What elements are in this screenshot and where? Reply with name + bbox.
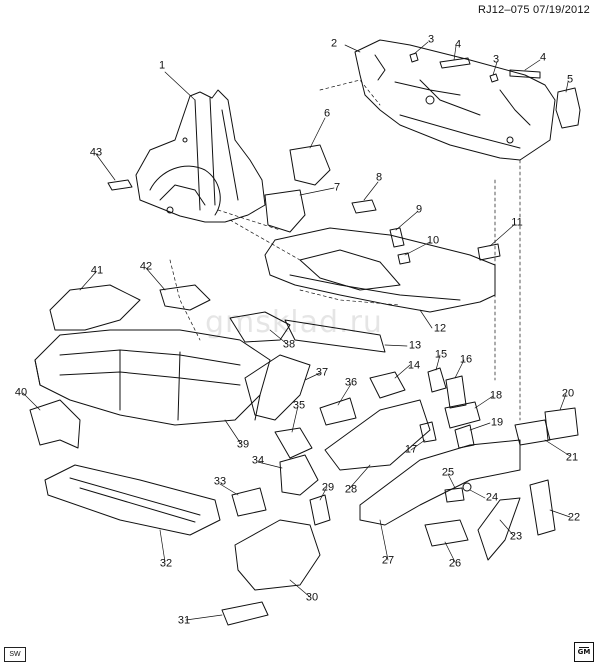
callout-29: 29: [321, 481, 335, 494]
callout-32: 32: [159, 557, 173, 570]
part-35-bracket: [274, 427, 313, 459]
part-16-bracket: [445, 375, 467, 409]
callout-4a: 4: [454, 38, 462, 51]
part-24-nut: [462, 482, 472, 492]
callout-19: 19: [490, 416, 504, 429]
part-6-bracket: [289, 144, 331, 186]
callout-22: 22: [567, 511, 581, 524]
assembly-leader-lines: [169, 79, 521, 421]
callout-8: 8: [375, 171, 383, 184]
part-5-plate: [555, 87, 581, 129]
callout-40: 40: [14, 386, 28, 399]
callout-11: 11: [511, 216, 523, 229]
part-8-clip: [351, 199, 377, 214]
part-4-bracket-b: [509, 69, 541, 79]
part-3-clip-b: [489, 73, 499, 83]
callout-4b: 4: [539, 51, 547, 64]
callout-3b: 3: [492, 53, 500, 66]
callout-26: 26: [448, 557, 462, 570]
callout-28: 28: [344, 483, 358, 496]
part-37-bracket: [244, 354, 311, 421]
callout-43: 43: [89, 146, 103, 159]
part-27-side-rail: [359, 439, 521, 526]
callout-33: 33: [213, 475, 227, 488]
callout-3a: 3: [427, 33, 435, 46]
part-31-bracket: [221, 601, 269, 626]
callout-36: 36: [344, 376, 358, 389]
diagram-reference: RJ12–075 07/19/2012: [477, 4, 590, 16]
part-21-bracket: [514, 419, 551, 446]
callout-20: 20: [561, 387, 575, 400]
callout-18: 18: [489, 389, 503, 402]
part-26-bracket: [424, 519, 469, 547]
callout-leaders: [22, 41, 571, 621]
callout-35: 35: [292, 399, 306, 412]
callout-7: 7: [333, 181, 341, 194]
part-9-bracket: [389, 227, 405, 248]
callout-30: 30: [305, 591, 319, 604]
part-2-rear-end-panel: [354, 39, 556, 161]
callout-24: 24: [485, 491, 499, 504]
part-22-bracket: [529, 479, 556, 536]
gm-logo: GM: [574, 642, 594, 662]
callout-23: 23: [509, 530, 523, 543]
part-28-floor-section: [324, 399, 431, 471]
part-40-bracket: [29, 399, 81, 449]
callout-5: 5: [566, 73, 574, 86]
part-30-floor-section: [234, 519, 321, 591]
part-17-bracket: [419, 421, 437, 443]
part-23-bracket: [477, 497, 521, 561]
part-33-bracket: [231, 487, 267, 517]
callout-31: 31: [177, 614, 191, 627]
part-29-bracket: [309, 494, 331, 526]
callout-21: 21: [565, 451, 579, 464]
sw-badge: SW: [4, 647, 26, 662]
gm-logo-text: GM: [577, 648, 591, 656]
part-32-rocker-rail: [44, 464, 221, 536]
callout-14: 14: [407, 359, 421, 372]
callout-6: 6: [323, 107, 331, 120]
part-7-bracket: [264, 189, 306, 233]
callout-42: 42: [139, 260, 153, 273]
part-1-wheelhouse-inner: [135, 89, 266, 223]
callout-17: 17: [404, 443, 418, 456]
part-14-bracket: [369, 371, 406, 399]
callout-16: 16: [459, 353, 473, 366]
part-38-bracket: [229, 311, 291, 343]
callout-15: 15: [434, 348, 448, 361]
part-34-bracket: [279, 454, 319, 496]
part-18-bracket: [444, 401, 481, 429]
part-42-bracket: [159, 284, 211, 311]
callout-34: 34: [251, 454, 265, 467]
callout-41: 41: [90, 264, 104, 277]
part-10-nut: [397, 252, 411, 265]
callout-39: 39: [236, 438, 250, 451]
callout-37: 37: [315, 366, 329, 379]
callout-13: 13: [408, 339, 422, 352]
part-43-bracket: [107, 179, 133, 191]
callout-12: 12: [433, 322, 447, 335]
part-11-bracket: [477, 243, 501, 261]
watermark: gmsklad.ru: [205, 305, 383, 340]
part-4-bracket-a: [439, 57, 471, 69]
callout-2: 2: [330, 37, 338, 50]
part-20-bracket: [544, 407, 579, 441]
part-41-panel: [49, 284, 141, 331]
part-15-bracket: [427, 367, 447, 393]
part-39-front-floor: [34, 329, 271, 426]
callout-27: 27: [381, 554, 395, 567]
callout-25: 25: [441, 466, 455, 479]
part-12-rear-floor-pan: [264, 227, 496, 313]
part-36-bracket: [319, 397, 357, 426]
callout-10: 10: [426, 234, 440, 247]
callout-38: 38: [282, 338, 296, 351]
callout-1: 1: [158, 59, 166, 72]
part-13-crossmember: [284, 319, 386, 353]
callout-9: 9: [415, 203, 423, 216]
part-25-bolt: [444, 487, 465, 503]
